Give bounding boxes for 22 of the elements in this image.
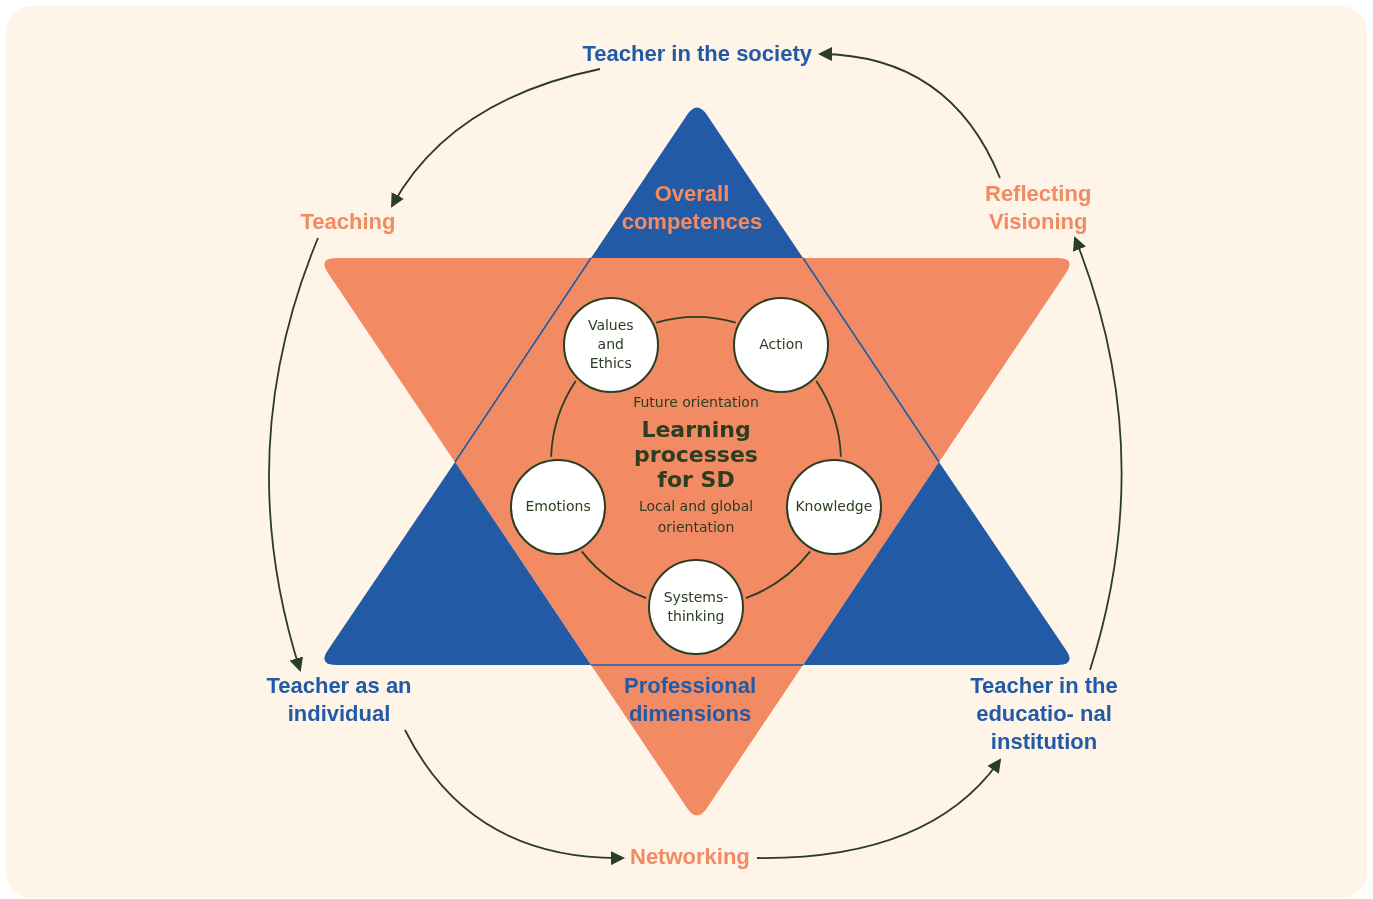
heading-label: Teacher in the educatio- nal institution	[964, 672, 1124, 756]
ring-line	[550, 380, 577, 458]
ring-line	[815, 380, 842, 458]
activity-label: Teaching	[300, 208, 396, 236]
dimension-label: Professional dimensions	[622, 672, 757, 728]
activity-label: Reflecting Visioning	[985, 180, 1092, 236]
arrow	[404, 729, 625, 865]
center-title: Learning processes for SD	[633, 417, 759, 492]
dimension-label: Overall competences	[620, 180, 764, 236]
orientation-text: Future orientation	[632, 393, 760, 412]
ring-line	[580, 550, 648, 600]
heading-label: Teacher in the society	[582, 40, 812, 68]
ring-line	[744, 550, 812, 600]
orientation-text: Local and global orientation	[637, 497, 755, 537]
arrow	[756, 758, 1002, 859]
arrow	[818, 47, 1001, 179]
heading-label: Teacher as an individual	[254, 672, 424, 728]
activity-label: Networking	[630, 843, 750, 871]
ring-line	[655, 316, 737, 324]
arrow	[268, 237, 319, 672]
arrow	[390, 68, 601, 208]
arrow	[1072, 236, 1123, 671]
